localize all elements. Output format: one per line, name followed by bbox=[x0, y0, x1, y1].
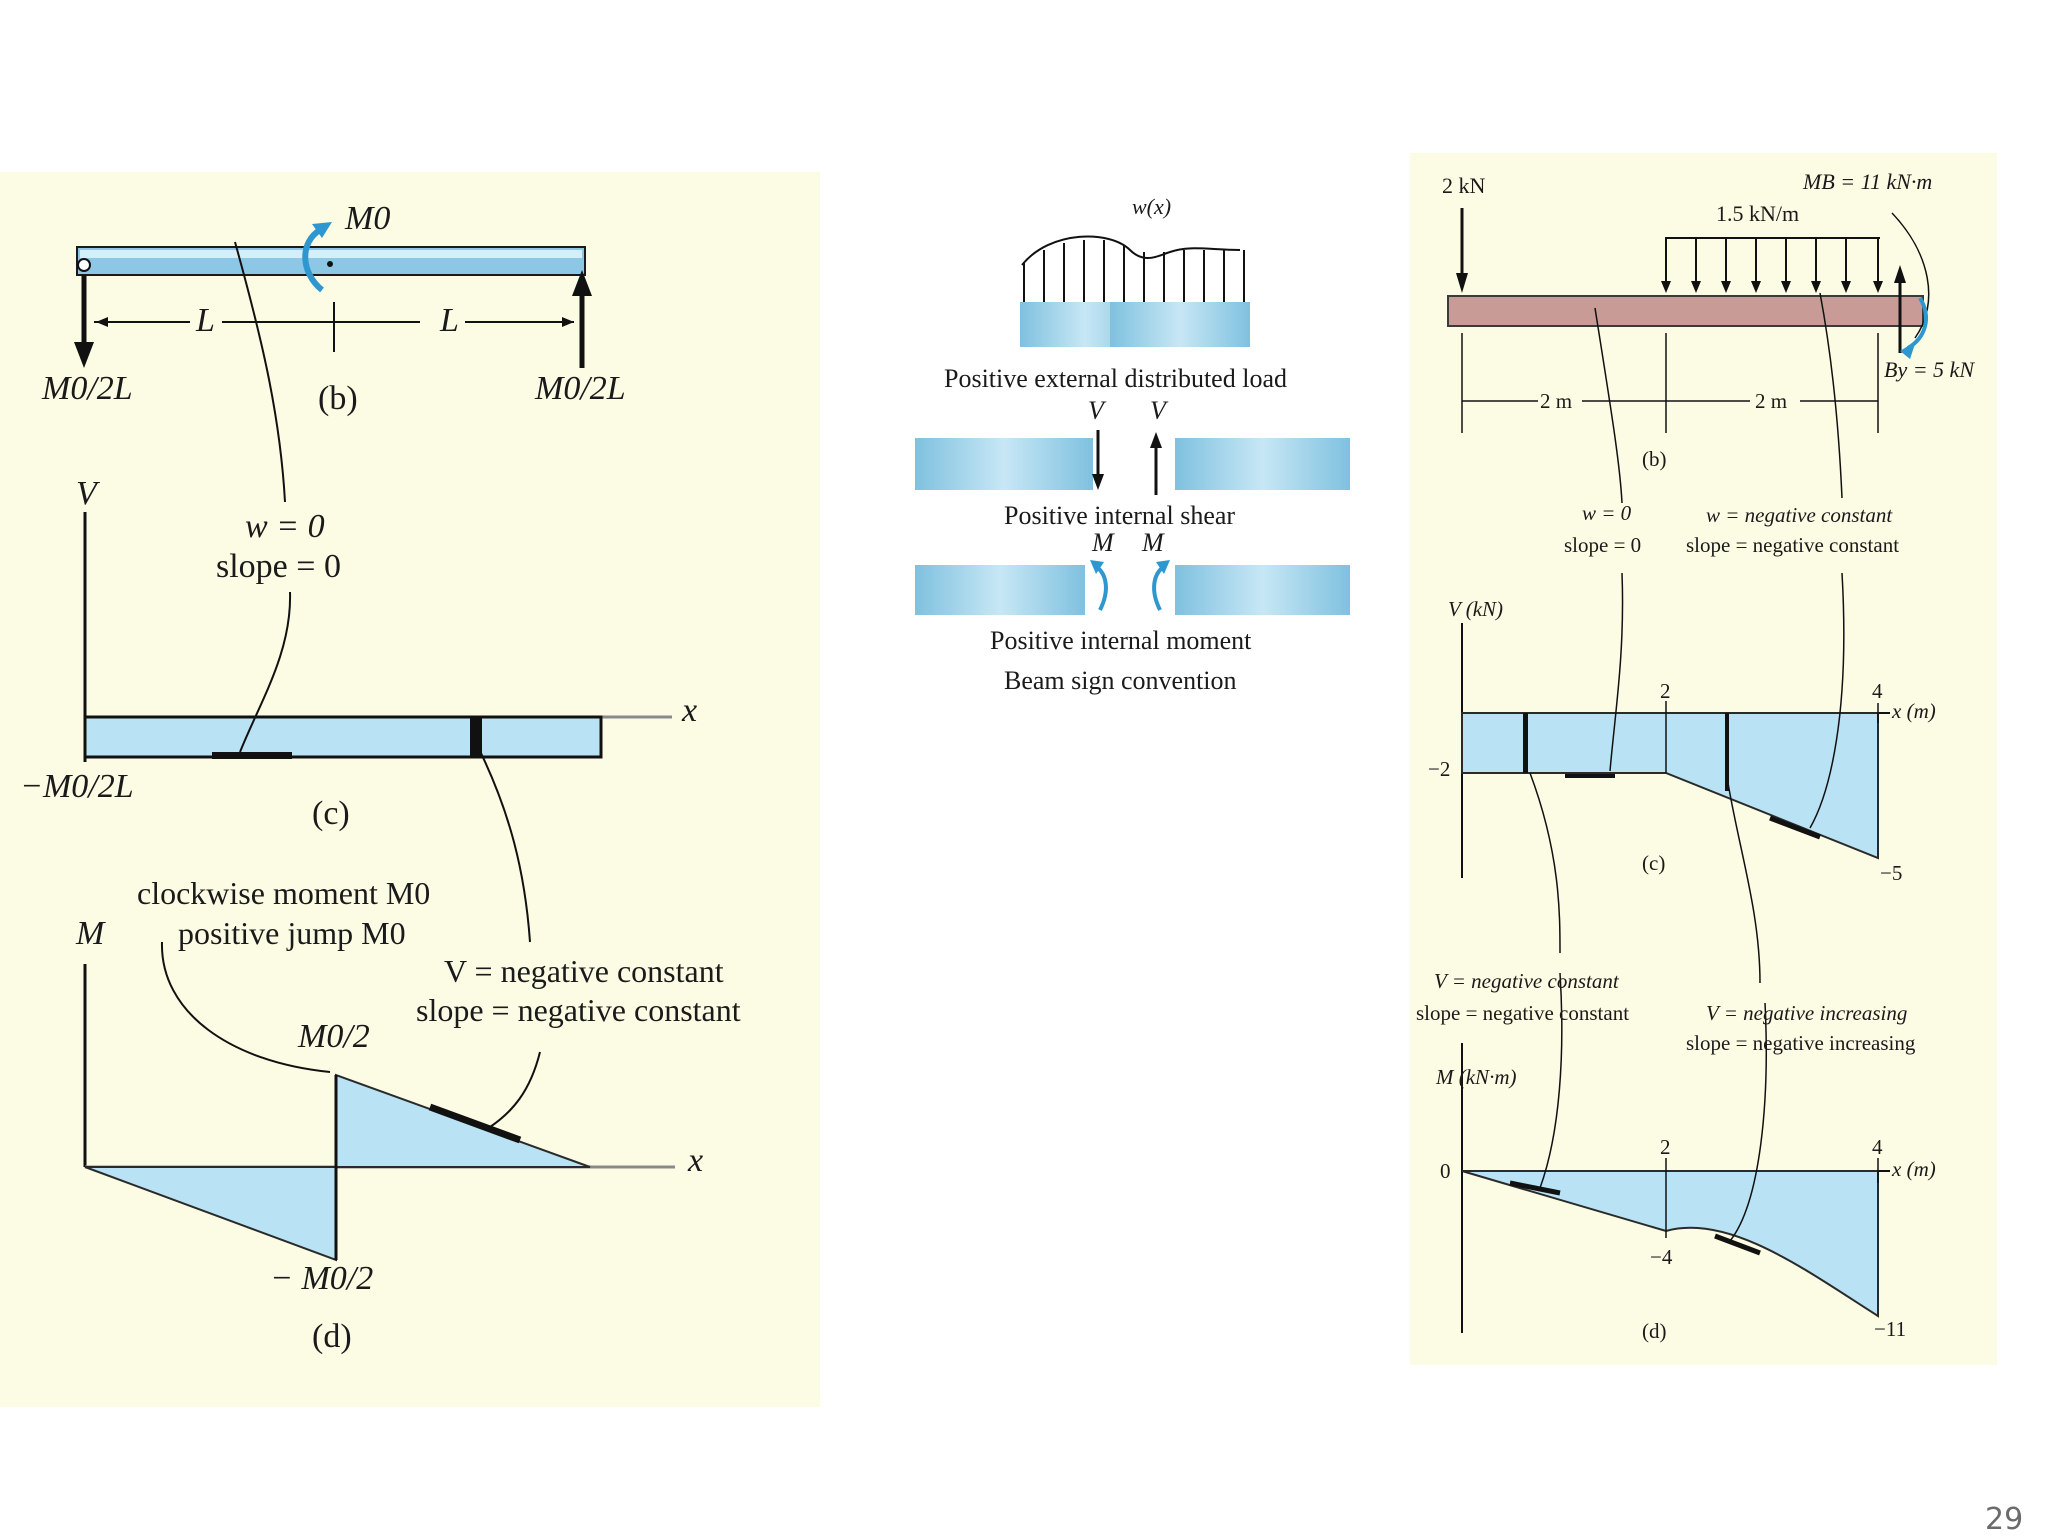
load-arrows bbox=[1023, 240, 1245, 302]
moment-block-right bbox=[1175, 565, 1350, 615]
right-shear-region bbox=[1461, 712, 1879, 860]
right-m-neg4: −4 bbox=[1650, 1245, 1673, 1269]
left-moment-neg-region bbox=[84, 1166, 337, 1262]
left-shear-value: −M0/2L bbox=[20, 768, 134, 805]
right-m-tick-4: 4 bbox=[1872, 1135, 1883, 1159]
shear-block-right bbox=[1175, 438, 1350, 490]
right-annot-slope0: slope = 0 bbox=[1564, 533, 1642, 557]
left-moment-point bbox=[327, 261, 333, 267]
left-moment-label: M0 bbox=[345, 200, 391, 237]
left-figure-drawing bbox=[74, 222, 675, 1262]
right-m-tick-2: 2 bbox=[1660, 1135, 1671, 1159]
right-fig-c: (c) bbox=[1642, 851, 1666, 875]
left-fig-b-label: (b) bbox=[318, 380, 358, 417]
left-figure-panel: M0 L L M0/2L M0/2L (b) V w = 0 slope = 0… bbox=[0, 172, 820, 1407]
right-figure-panel: 2 kN MB = 11 kN·m 1.5 kN/m By = 5 kN 2 m… bbox=[1410, 153, 1997, 1365]
right-annot-slope-negc: slope = negative constant bbox=[1416, 1001, 1630, 1025]
left-annot-w0: w = 0 bbox=[245, 508, 325, 545]
right-v-axis-label: V (kN) bbox=[1448, 597, 1504, 621]
right-m-zero: 0 bbox=[1440, 1159, 1451, 1183]
left-v-x-label: x bbox=[682, 692, 698, 729]
left-annot-vneg: V = negative constant bbox=[444, 953, 724, 989]
left-pin-support bbox=[77, 258, 91, 272]
sign-convention-panel: w(x) Positive external distributed load … bbox=[910, 190, 1350, 710]
right-v-x-label: x (m) bbox=[1892, 699, 1936, 723]
right-moment-region bbox=[1461, 1170, 1879, 1318]
right-moment-label: MB = 11 kN·m bbox=[1803, 169, 1933, 194]
right-annot-vinc: V = negative increasing bbox=[1706, 1001, 1908, 1025]
load-curve bbox=[1021, 235, 1241, 266]
left-span-label-2: L bbox=[440, 302, 459, 339]
sign-convention-drawing bbox=[915, 235, 1350, 615]
right-dim-2: 2 m bbox=[1755, 389, 1788, 413]
right-annot-vneg: V = negative constant bbox=[1434, 969, 1619, 993]
left-reaction-right-label: M0/2L bbox=[535, 370, 626, 407]
right-v-neg2: −2 bbox=[1428, 757, 1451, 781]
right-annot-slopeneg: slope = negative constant bbox=[1686, 533, 1900, 557]
right-annot-w0: w = 0 bbox=[1582, 501, 1632, 525]
caption-moment: Positive internal moment bbox=[990, 626, 1252, 655]
moment-block-left bbox=[915, 565, 1085, 615]
right-v-tick-4: 4 bbox=[1872, 679, 1883, 703]
moment-m-right: M bbox=[1142, 528, 1164, 557]
right-dist-load-label: 1.5 kN/m bbox=[1716, 201, 1800, 226]
load-label: w(x) bbox=[1132, 194, 1172, 219]
left-moment-max-label: M0/2 bbox=[298, 1018, 370, 1055]
right-point-load-label: 2 kN bbox=[1442, 173, 1486, 198]
moment-arrow-right bbox=[1152, 566, 1164, 611]
moment-m-left: M bbox=[1092, 528, 1114, 557]
left-m-x-label: x bbox=[688, 1142, 704, 1179]
left-moment-min-label: − M0/2 bbox=[270, 1260, 374, 1297]
left-m-axis-label: M bbox=[76, 915, 105, 952]
right-beam bbox=[1447, 295, 1924, 327]
caption-convention: Beam sign convention bbox=[1004, 666, 1237, 695]
left-annot-slope0: slope = 0 bbox=[216, 548, 341, 585]
right-v-tick-2: 2 bbox=[1660, 679, 1671, 703]
left-span-label-1: L bbox=[196, 302, 215, 339]
caption-shear: Positive internal shear bbox=[1004, 501, 1236, 530]
left-annot-jump: positive jump M0 bbox=[178, 915, 406, 951]
right-m-x-label: x (m) bbox=[1892, 1157, 1936, 1181]
shear-block-left bbox=[915, 438, 1093, 490]
moment-arrow-left bbox=[1096, 566, 1108, 611]
left-annot-slopeneg: slope = negative constant bbox=[416, 992, 741, 1028]
left-fig-d-label: (d) bbox=[312, 1318, 352, 1355]
right-dim-1: 2 m bbox=[1540, 389, 1573, 413]
right-m-neg11: −11 bbox=[1874, 1317, 1907, 1341]
right-fig-d: (d) bbox=[1642, 1319, 1667, 1343]
left-shear-region bbox=[83, 715, 603, 759]
right-m-axis-label: M (kN·m) bbox=[1436, 1065, 1517, 1089]
right-figure-drawing bbox=[1447, 208, 1930, 1333]
caption-load: Positive external distributed load bbox=[944, 364, 1287, 393]
right-annot-slope-inc: slope = negative increasing bbox=[1686, 1031, 1916, 1055]
shear-v-left: V bbox=[1088, 396, 1104, 425]
right-fig-b: (b) bbox=[1642, 447, 1667, 471]
right-reaction-label: By = 5 kN bbox=[1884, 357, 1974, 382]
left-beam-highlight bbox=[80, 250, 582, 258]
slide-page-number: 29 bbox=[1985, 1502, 2024, 1537]
right-dist-load-arrows bbox=[1665, 238, 1879, 283]
left-applied-moment-arrow bbox=[302, 227, 325, 293]
right-v-neg5: −5 bbox=[1880, 861, 1903, 885]
right-moment-arrow bbox=[1891, 212, 1930, 339]
load-beam-segment-right bbox=[1110, 302, 1250, 347]
shear-v-right: V bbox=[1150, 396, 1166, 425]
left-reaction-left-label: M0/2L bbox=[42, 370, 133, 407]
left-fig-c-label: (c) bbox=[312, 795, 350, 832]
left-annot-clockwise: clockwise moment M0 bbox=[137, 875, 431, 911]
left-v-axis-label: V bbox=[76, 475, 97, 512]
right-annot-wneg: w = negative constant bbox=[1706, 503, 1893, 527]
